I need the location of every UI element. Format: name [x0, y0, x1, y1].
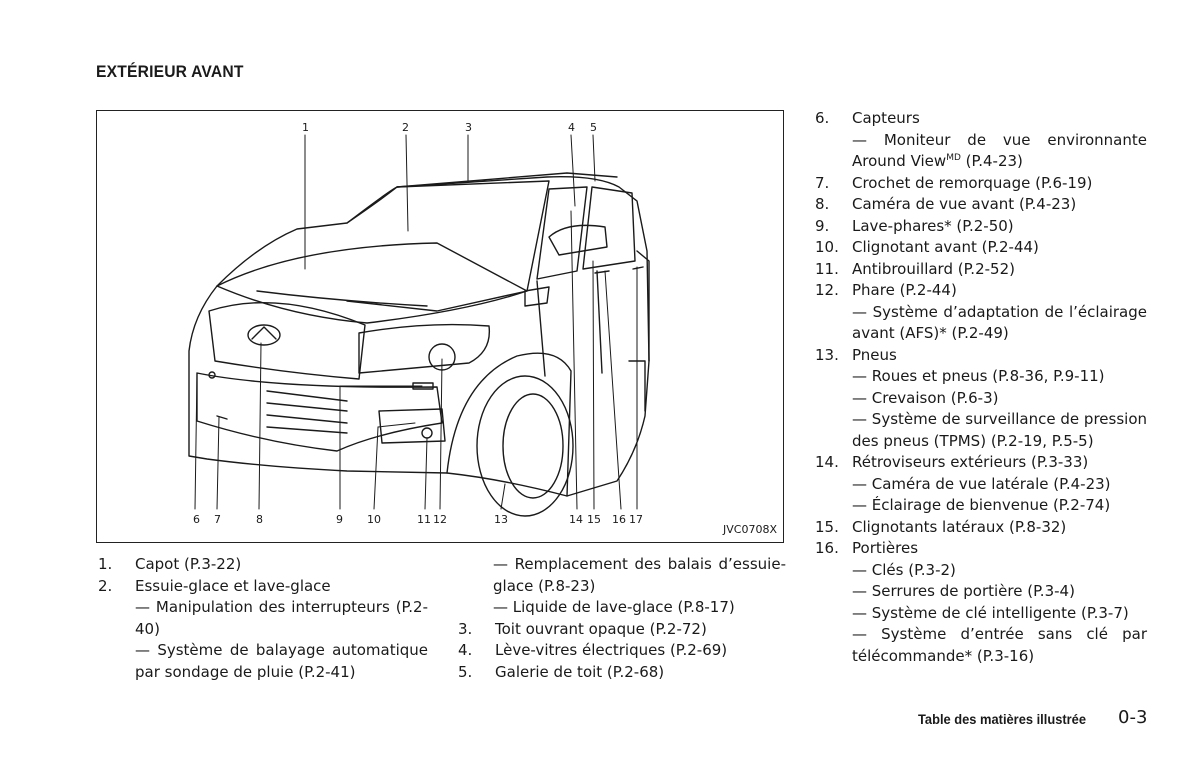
fog-lamp-housing	[378, 408, 446, 444]
sub-item: — Caméra de vue latérale (P.4-23)	[852, 474, 1111, 493]
list-item-10: 10. Clignotant avant (P.2-44)	[815, 238, 1039, 256]
wheel-arch	[446, 352, 572, 497]
list-item-1: 1. Capot (P.3-22)	[98, 555, 242, 573]
car-body-outline	[188, 176, 650, 497]
list-continuation: — Liquide de lave-glace (P.8-17)	[493, 598, 735, 616]
callout-1: 1	[302, 121, 309, 134]
sub-item: — Clés (P.3-2)	[852, 560, 956, 579]
page-number: 0-3	[1118, 707, 1148, 728]
vehicle-figure: 1 2 3 4 5 6 7 8 9 10 11 12 13 14 15 16 1…	[96, 110, 784, 543]
list-item-4: 4. Lève-vitres électriques (P.2-69)	[458, 641, 728, 659]
legend-list-col1: 1. Capot (P.3-22) 2. Essuie-glace et lav…	[98, 554, 428, 683]
callout-10: 10	[367, 513, 381, 526]
list-item-14: 14. Rétroviseurs extérieurs (P.3-33) — C…	[815, 452, 1147, 517]
roof-edge	[396, 172, 618, 188]
sub-item: — Système de surveillance de pression de…	[852, 410, 1147, 450]
list-item-16: 16. Portières — Clés (P.3-2) — Serrures …	[815, 538, 1147, 667]
callout-17: 17	[629, 513, 643, 526]
callout-2: 2	[402, 121, 409, 134]
list-item-15: 15. Clignotants latéraux (P.8-32)	[815, 517, 1067, 536]
callout-leaders	[194, 134, 638, 510]
sub-item: — Moniteur de vue environnante Around Vi…	[852, 130, 1147, 171]
callout-8: 8	[256, 513, 263, 526]
callout-9: 9	[336, 513, 343, 526]
fog-lamp	[421, 427, 433, 439]
sub-item: — Roues et pneus (P.8-36, P.9-11)	[852, 367, 1105, 385]
windshield	[346, 180, 550, 312]
front-bumper	[196, 372, 443, 452]
legend-list-col3: 6. Capteurs — Moniteur de vue environnan…	[815, 108, 1147, 667]
grille	[208, 301, 366, 380]
sub-item: — Éclairage de bienvenue (P.2-74)	[852, 496, 1111, 514]
door-line	[536, 270, 603, 377]
list-item-2: 2. Essuie-glace et lave-glace — Manipula…	[98, 576, 428, 684]
sensor	[208, 371, 216, 379]
page-title: EXTÉRIEUR AVANT	[96, 62, 244, 81]
callout-11: 11	[417, 513, 431, 526]
sub-item: — Système d’entrée sans clé par télécomm…	[852, 625, 1147, 665]
list-item-8: 8. Caméra de vue avant (P.4-23)	[815, 195, 1077, 213]
side-vent	[524, 286, 550, 307]
callout-5: 5	[590, 121, 597, 134]
side-window-rear	[582, 186, 636, 270]
tow-hook	[216, 415, 228, 420]
headlight	[358, 323, 491, 374]
suv-illustration: 1 2 3 4 5 6 7 8 9 10 11 12 13 14 15 16 1…	[188, 121, 650, 526]
door-handle	[594, 266, 644, 274]
callout-15: 15	[587, 513, 601, 526]
hood	[216, 242, 528, 324]
callout-4: 4	[568, 121, 575, 134]
callout-12: 12	[433, 513, 447, 526]
front-tire	[476, 375, 574, 517]
list-continuation: — Remplacement des balais d’essuie-glace…	[493, 555, 786, 595]
footer-section-label: Table des matières illustrée	[918, 711, 1087, 727]
callout-3: 3	[465, 121, 472, 134]
figure-code: JVC0708X	[723, 523, 777, 536]
list-item-9: 9. Lave-phares* (P.2-50)	[815, 216, 1014, 235]
callout-13: 13	[494, 513, 508, 526]
list-item-12: 12. Phare (P.2-44) — Système d’adaptatio…	[815, 280, 1147, 345]
sub-item: — Serrures de portière (P.3-4)	[852, 582, 1075, 600]
callout-16: 16	[612, 513, 626, 526]
list-item-13: 13. Pneus — Roues et pneus (P.8-36, P.9-…	[815, 345, 1147, 453]
mirror	[548, 224, 608, 256]
callout-7: 7	[214, 513, 221, 526]
callout-6: 6	[193, 513, 200, 526]
hood-crease	[256, 290, 428, 307]
sub-item: — Système de clé intelligente (P.3-7)	[852, 603, 1129, 622]
sub-item: — Manipulation des interrupteurs (P.2-40…	[135, 598, 428, 638]
list-item-11: 11. Antibrouillard (P.2-52)	[815, 259, 1015, 278]
infiniti-emblem	[247, 324, 281, 346]
callout-14: 14	[569, 513, 583, 526]
list-item-3: 3. Toit ouvrant opaque (P.2-72)	[458, 619, 707, 638]
list-item-6: 6. Capteurs — Moniteur de vue environnan…	[815, 108, 1147, 173]
list-item-7: 7. Crochet de remorquage (P.6-19)	[815, 173, 1093, 192]
legend-list-col2: — Remplacement des balais d’essuie-glace…	[458, 554, 786, 683]
sub-item: — Système d’adaptation de l’éclairage av…	[852, 302, 1147, 343]
list-item-5: 5. Galerie de toit (P.2-68)	[458, 662, 665, 681]
callout-numbers: 1 2 3 4 5 6 7 8 9 10 11 12 13 14 15 16 1…	[193, 121, 643, 526]
sub-item: — Système de balayage automatique par so…	[135, 641, 428, 681]
sub-item: — Crevaison (P.6-3)	[852, 388, 999, 407]
